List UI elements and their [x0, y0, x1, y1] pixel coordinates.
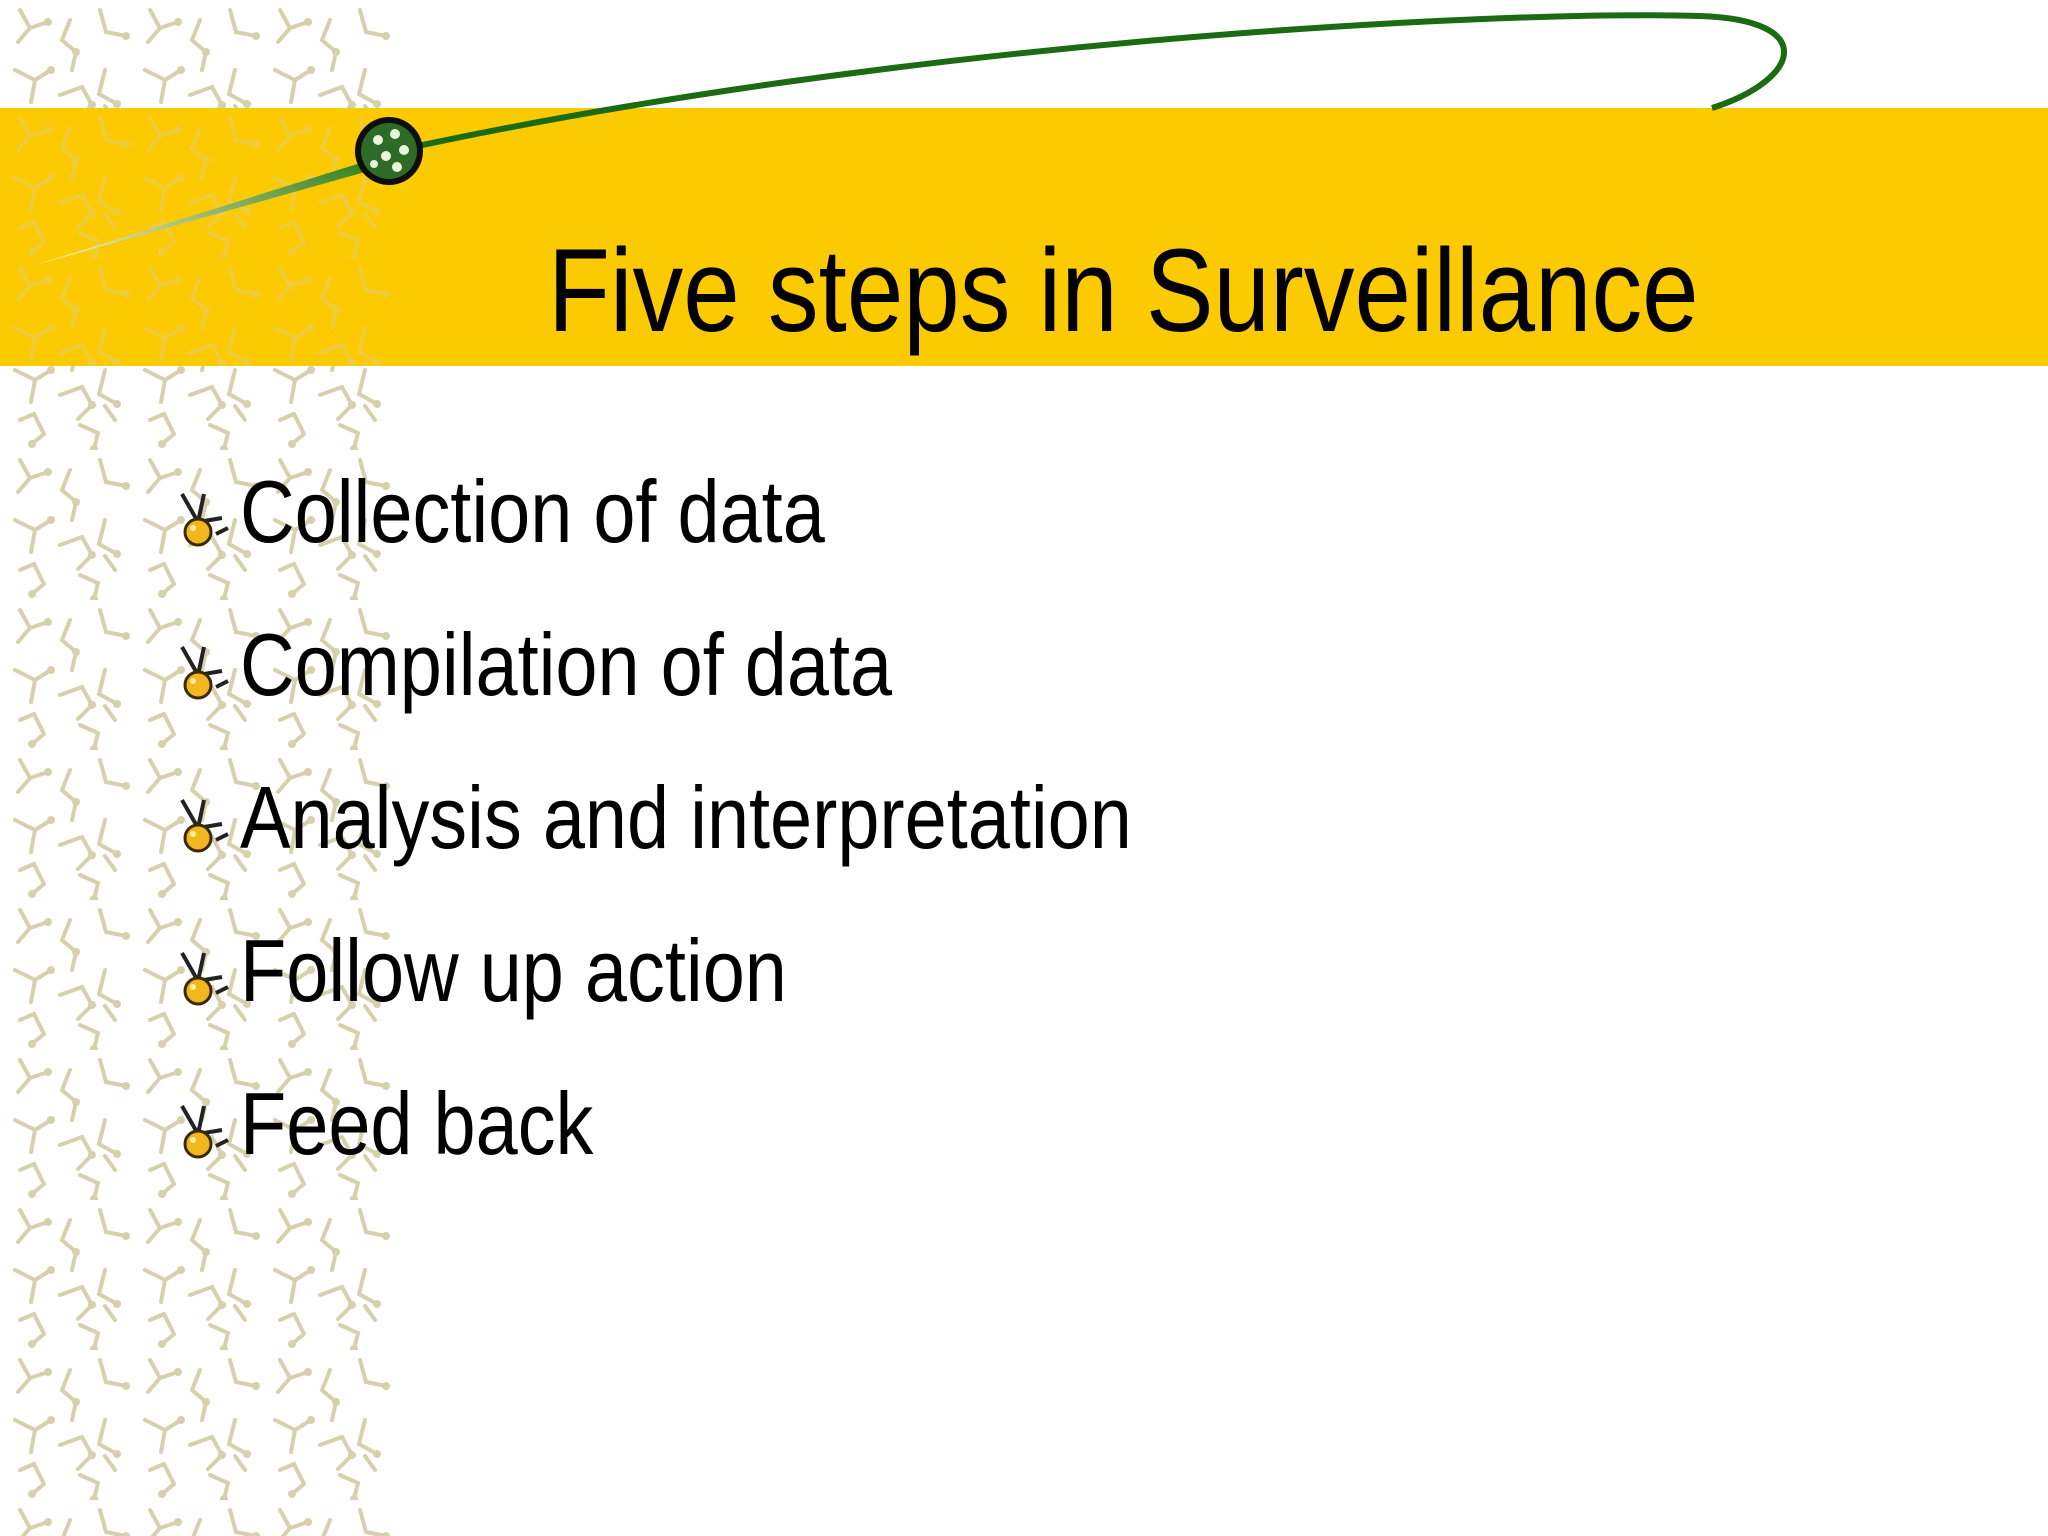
title-band-pattern — [0, 108, 400, 366]
molecule-bullet-icon — [180, 1105, 229, 1159]
molecule-bullet-icon — [180, 799, 229, 853]
bullet-list: Collection of data Compilation of data A… — [176, 468, 1277, 1233]
bullet-text: Analysis and interpretation — [240, 768, 1132, 867]
slide-title: Five steps in Surveillance — [548, 225, 1699, 357]
bullet-text: Compilation of data — [240, 615, 893, 714]
dotted-ball-icon — [355, 117, 423, 185]
bullet-item-3: Analysis and interpretation — [176, 774, 1277, 927]
bullet-item-1: Collection of data — [176, 468, 1277, 621]
bullet-text: Feed back — [240, 1074, 594, 1173]
bullet-item-5: Feed back — [176, 1080, 1277, 1233]
molecule-bullet-icon — [180, 493, 229, 547]
swoosh-tail — [32, 160, 372, 266]
molecule-bullet-icon — [180, 646, 229, 700]
bullet-text: Follow up action — [240, 921, 787, 1020]
bullet-item-2: Compilation of data — [176, 621, 1277, 774]
bullet-text: Collection of data — [240, 462, 825, 561]
swoosh-arc — [389, 12, 1787, 155]
bullet-item-4: Follow up action — [176, 927, 1277, 1080]
swoosh-decoration — [32, 12, 1787, 266]
molecule-bullet-icon — [180, 952, 229, 1006]
